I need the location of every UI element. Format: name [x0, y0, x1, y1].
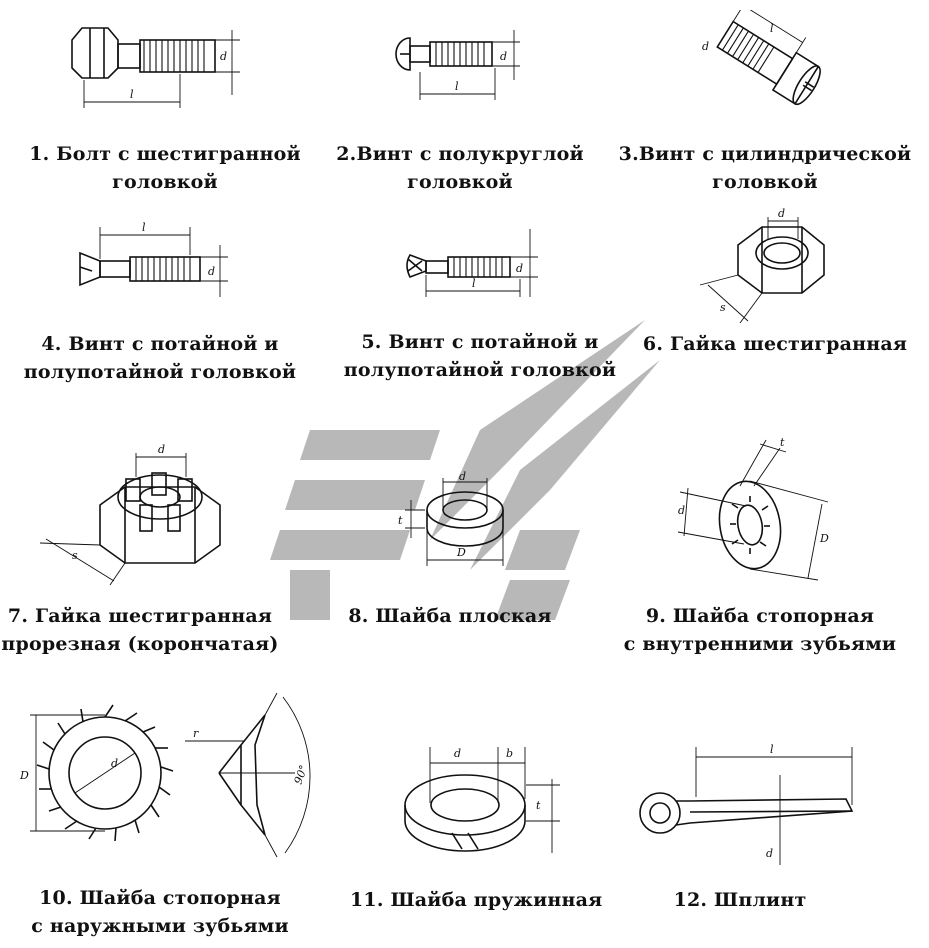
- screw-raised-countersunk-figure: d l: [406, 229, 538, 297]
- castle-nut-figure: d s: [39, 443, 221, 586]
- caption-item-12: 12. Шплинт: [673, 889, 807, 911]
- dim-label-d: d: [678, 504, 685, 517]
- screw-round-head-figure: d l: [395, 30, 520, 100]
- caption-item-3: 3.Винт с цилиндрической головкой: [618, 143, 912, 193]
- dim-label-d: d: [111, 757, 118, 770]
- lock-washer-internal-teeth-figure: D d t: [677, 436, 829, 581]
- dim-label-t: t: [536, 799, 541, 812]
- dim-label-D: D: [819, 532, 829, 545]
- dim-label-b: b: [506, 747, 513, 760]
- caption-item-5: 5. Винт с потайной и полупотайной головк…: [343, 331, 617, 381]
- caption-item-11: 11. Шайба пружинная: [350, 889, 603, 911]
- caption-item-6: 6. Гайка шестигранная: [642, 333, 908, 355]
- cotter-pin-figure: l d: [639, 743, 854, 865]
- dim-label-l: l: [770, 22, 774, 35]
- caption-item-8: 8. Шайба плоская: [348, 605, 552, 627]
- caption-item-4: 4. Винт с потайной и полупотайной головк…: [23, 333, 297, 383]
- dim-label-d: d: [459, 470, 466, 483]
- dim-label-l: l: [770, 743, 774, 756]
- hex-nut-figure: d s: [699, 207, 825, 324]
- dim-label-d: d: [208, 265, 215, 278]
- dim-label-r: r: [193, 727, 199, 740]
- dim-label-l: l: [142, 221, 146, 234]
- lock-washer-external-teeth-figure: d D 90° r: [19, 692, 311, 858]
- dim-label-t: t: [780, 436, 785, 449]
- dim-label-t: t: [398, 514, 403, 527]
- caption-item-1: 1. Болт с шестигранной головкой: [29, 143, 301, 193]
- watermark-logo: [270, 320, 660, 620]
- caption-item-7: 7. Гайка шестигранная прорезная (коронча…: [1, 605, 279, 655]
- dim-label-d: d: [766, 847, 773, 860]
- screw-countersunk-figure: d l: [79, 221, 228, 297]
- dim-label-s: s: [72, 549, 78, 562]
- dim-label-l: l: [130, 88, 134, 101]
- bolt-hex-head-figure: d l: [71, 27, 240, 108]
- screw-cylindrical-head-figure: l d: [702, 10, 821, 106]
- caption-item-2: 2.Винт с полукруглой головкой: [336, 143, 584, 193]
- dim-label-d: d: [220, 50, 227, 63]
- dim-label-D: D: [456, 546, 466, 559]
- flat-washer-figure: d t D: [398, 470, 504, 566]
- dim-label-d: d: [454, 747, 461, 760]
- spring-washer-figure: d b t: [404, 747, 560, 853]
- caption-item-9: 9. Шайба стопорная с внутренними зубьями: [623, 605, 897, 655]
- dim-label-d: d: [500, 50, 507, 63]
- dim-label-angle: 90°: [292, 763, 311, 786]
- caption-item-10: 10. Шайба стопорная с наружными зубьями: [31, 887, 289, 937]
- dim-label-l: l: [455, 80, 459, 93]
- dim-label-d: d: [516, 262, 523, 275]
- dim-label-d: d: [702, 40, 709, 53]
- dim-label-s: s: [720, 301, 726, 314]
- dim-label-d: d: [778, 207, 785, 220]
- dim-label-D: D: [19, 769, 29, 782]
- dim-label-d: d: [158, 443, 165, 456]
- dim-label-l: l: [472, 277, 476, 290]
